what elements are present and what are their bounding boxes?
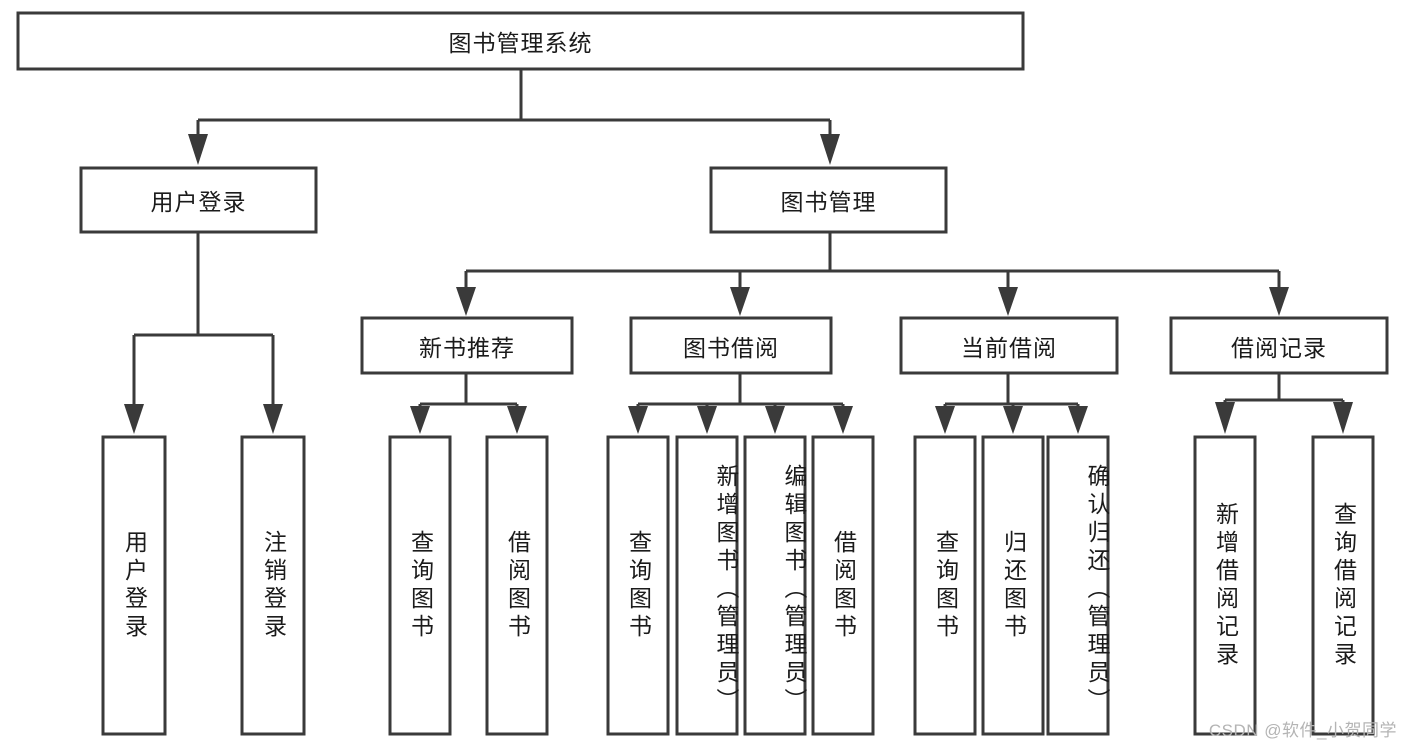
node-box-leaf-new-book-0[interactable] [388,435,452,736]
node-box-leaf-book-borrow-1[interactable] [675,435,739,736]
arrowhead-leaf-user-login-0 [124,404,144,434]
node-box-new-book-recommend[interactable] [360,316,574,375]
arrowhead-leaf-current-borrow-1 [1003,406,1023,434]
arrowhead-leaf-current-borrow-0 [935,406,955,434]
arrowhead-leaf-borrow-record-1 [1333,402,1353,434]
node-box-current-borrow[interactable] [899,316,1119,375]
arrowhead-user-login [188,134,208,165]
node-box-leaf-current-borrow-0[interactable] [913,435,977,736]
arrowhead-leaf-user-login-1 [263,404,283,434]
arrowhead-new-book-recommend [456,287,476,316]
node-box-leaf-current-borrow-1[interactable] [981,435,1045,736]
arrowhead-leaf-new-book-0 [410,406,430,434]
node-box-leaf-current-borrow-2[interactable] [1046,435,1110,736]
arrowhead-book-management [820,134,840,165]
arrowhead-leaf-book-borrow-2 [765,406,785,434]
node-box-book-management[interactable] [709,166,948,234]
node-box-leaf-borrow-record-0[interactable] [1193,435,1257,736]
node-box-leaf-book-borrow-2[interactable] [743,435,807,736]
node-box-leaf-new-book-1[interactable] [485,435,549,736]
arrowhead-leaf-new-book-1 [507,406,527,434]
arrowhead-leaf-current-borrow-2 [1068,406,1088,434]
node-box-leaf-user-login-0[interactable] [101,435,167,736]
node-box-leaf-user-login-1[interactable] [240,435,306,736]
node-box-root[interactable] [16,11,1025,71]
arrowhead-borrow-record [1269,287,1289,316]
arrowhead-leaf-borrow-record-0 [1215,402,1235,434]
node-box-book-borrow[interactable] [629,316,833,375]
node-box-leaf-book-borrow-3[interactable] [811,435,875,736]
arrowhead-current-borrow [998,287,1018,316]
arrowhead-leaf-book-borrow-1 [697,406,717,434]
node-box-borrow-record[interactable] [1169,316,1389,375]
node-box-leaf-book-borrow-0[interactable] [606,435,670,736]
node-box-user-login[interactable] [79,166,318,234]
arrowhead-book-borrow [730,287,750,316]
arrowhead-leaf-book-borrow-3 [833,406,853,434]
node-box-leaf-borrow-record-1[interactable] [1311,435,1375,736]
arrowhead-leaf-book-borrow-0 [628,406,648,434]
